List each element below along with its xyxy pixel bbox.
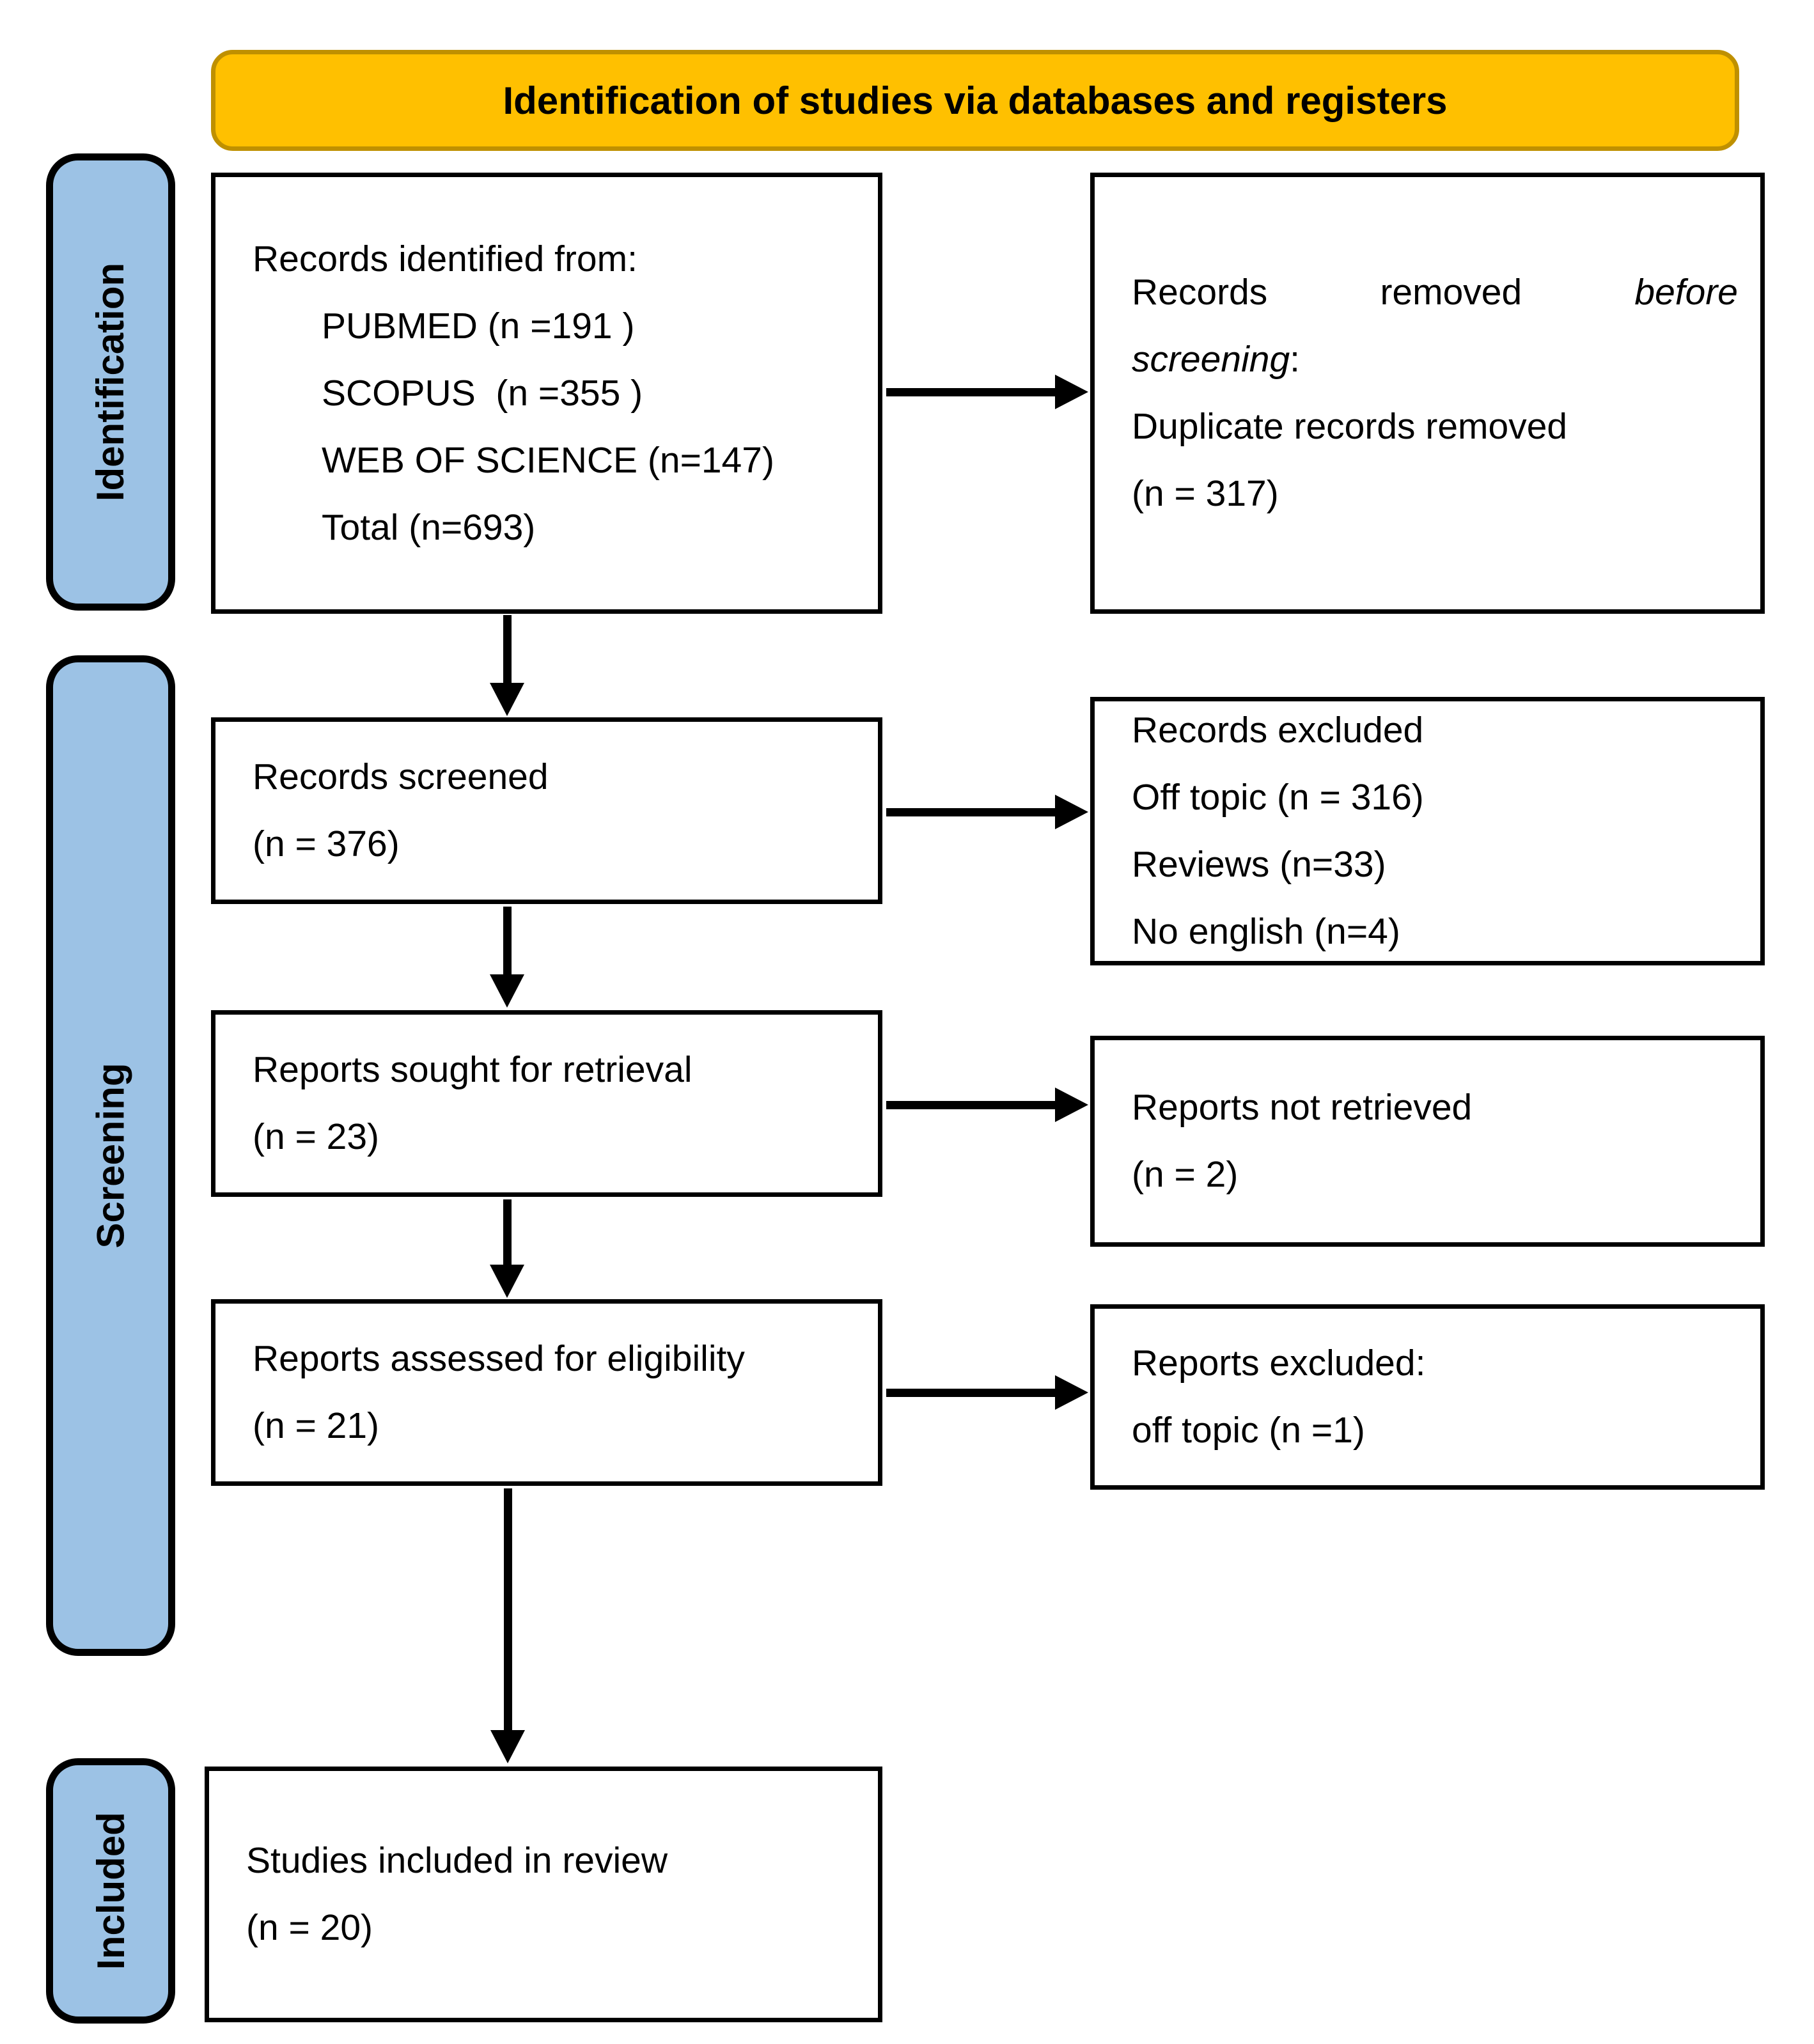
arrow-head-down-icon xyxy=(490,1265,524,1298)
studies-included-line2: (n = 20) xyxy=(246,1907,373,1948)
stage-pill-included: Included xyxy=(46,1758,175,2024)
records-excluded-line2: Off topic (n = 316) xyxy=(1132,777,1424,818)
arrow-head-down-icon xyxy=(490,974,524,1008)
records-excluded-line1: Records excluded xyxy=(1132,710,1424,751)
box-records-screened: Records screened (n = 376) xyxy=(211,717,882,904)
arrow-line xyxy=(503,1199,512,1268)
arrow-head-right-icon xyxy=(1055,1375,1088,1410)
reports-not-retrieved-line2: (n = 2) xyxy=(1132,1154,1239,1195)
reports-not-retrieved-line1: Reports not retrieved xyxy=(1132,1087,1473,1128)
records-screened-line1: Records screened xyxy=(253,756,549,797)
stage-label-screening: Screening xyxy=(89,1063,132,1249)
records-excluded-line3: Reviews (n=33) xyxy=(1132,844,1386,885)
records-identified-wos: WEB OF SCIENCE (n=147) xyxy=(322,439,774,481)
reports-sought-line2: (n = 23) xyxy=(253,1116,380,1157)
records-removed-line2: screening: xyxy=(1132,339,1300,380)
reports-assessed-line2: (n = 21) xyxy=(253,1405,380,1446)
stage-label-included: Included xyxy=(89,1812,132,1970)
arrow-line xyxy=(886,808,1060,816)
diagram-title: Identification of studies via databases … xyxy=(503,79,1448,122)
arrow-line xyxy=(886,1101,1060,1109)
box-reports-sought: Reports sought for retrieval (n = 23) xyxy=(211,1010,882,1197)
box-reports-not-retrieved: Reports not retrieved (n = 2) xyxy=(1090,1036,1765,1247)
arrow-head-right-icon xyxy=(1055,795,1088,829)
records-screened-line2: (n = 376) xyxy=(253,823,400,864)
stage-pill-identification: Identification xyxy=(46,153,175,611)
arrow-head-right-icon xyxy=(1055,375,1088,409)
records-removed-line3: Duplicate records removed xyxy=(1132,406,1568,447)
box-studies-included: Studies included in review (n = 20) xyxy=(205,1767,882,2022)
diagram-title-banner: Identification of studies via databases … xyxy=(211,50,1739,151)
studies-included-line1: Studies included in review xyxy=(246,1840,668,1881)
reports-sought-line1: Reports sought for retrieval xyxy=(253,1049,692,1090)
reports-excluded-line2: off topic (n =1) xyxy=(1132,1410,1365,1451)
arrow-head-down-icon xyxy=(490,1730,525,1763)
records-identified-scopus: SCOPUS (n =355 ) xyxy=(322,372,643,414)
records-excluded-line4: No english (n=4) xyxy=(1132,911,1400,952)
records-identified-pubmed: PUBMED (n =191 ) xyxy=(322,305,635,347)
arrow-line xyxy=(504,1488,512,1734)
arrow-line xyxy=(503,615,512,687)
reports-assessed-line1: Reports assessed for eligibility xyxy=(253,1338,745,1379)
records-identified-total: Total (n=693) xyxy=(322,506,536,548)
box-records-excluded: Records excluded Off topic (n = 316) Rev… xyxy=(1090,697,1765,965)
box-reports-assessed: Reports assessed for eligibility (n = 21… xyxy=(211,1299,882,1486)
arrow-line xyxy=(886,388,1060,396)
stage-label-identification: Identification xyxy=(89,262,132,502)
arrow-line xyxy=(886,1389,1060,1397)
box-records-identified: Records identified from: PUBMED (n =191 … xyxy=(211,173,882,614)
box-records-removed: Records removed before screening: Duplic… xyxy=(1090,173,1765,614)
arrow-head-right-icon xyxy=(1055,1088,1088,1122)
stage-pill-screening: Screening xyxy=(46,655,175,1656)
reports-excluded-line1: Reports excluded: xyxy=(1132,1343,1426,1384)
records-removed-line1: Records removed before xyxy=(1132,272,1739,313)
box-reports-excluded: Reports excluded: off topic (n =1) xyxy=(1090,1304,1765,1490)
arrow-line xyxy=(503,907,512,978)
records-removed-line4: (n = 317) xyxy=(1132,473,1279,514)
records-identified-intro: Records identified from: xyxy=(253,238,637,279)
arrow-head-down-icon xyxy=(490,683,524,716)
